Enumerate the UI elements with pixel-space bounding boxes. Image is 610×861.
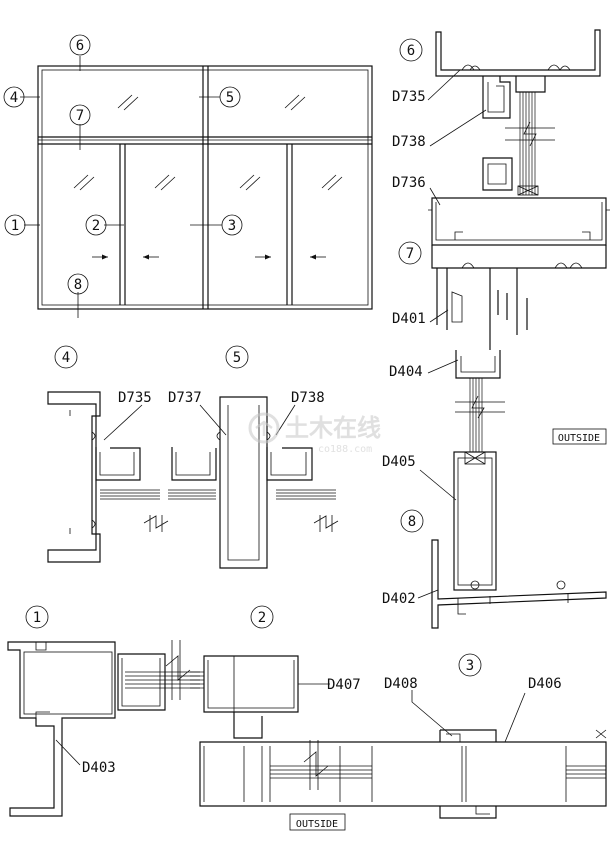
label-d735-right: D735 — [392, 89, 426, 105]
callout-4: 4 — [3, 86, 25, 108]
callout-1: 1 — [4, 214, 26, 236]
callout-7: 7 — [69, 104, 91, 126]
svg-text:5: 5 — [233, 350, 241, 366]
svg-text:1: 1 — [11, 218, 19, 234]
outside-label-bottom: OUTSIDE — [296, 819, 338, 830]
label-d405: D405 — [382, 454, 416, 470]
label-d735-left: D735 — [118, 390, 152, 406]
callout-7-section: 7 — [398, 241, 422, 265]
window-elevation: 6 4 5 7 1 2 3 8 — [3, 34, 373, 318]
callout-2: 2 — [85, 214, 107, 236]
svg-text:4: 4 — [62, 350, 70, 366]
watermark-subtext: co188.com — [318, 444, 372, 455]
label-d738-right: D738 — [392, 134, 426, 150]
callout-4-section: 4 — [54, 345, 78, 369]
callout-1-section: 1 — [25, 605, 49, 629]
outside-label-right: OUTSIDE — [558, 433, 600, 444]
label-d404: D404 — [389, 364, 423, 380]
callout-5: 5 — [219, 86, 241, 108]
svg-text:3: 3 — [228, 218, 236, 234]
label-d738-left: D738 — [291, 390, 325, 406]
section-4-5: 4 5 D735 — [47, 345, 339, 569]
svg-text:2: 2 — [92, 218, 100, 234]
label-d401: D401 — [392, 311, 426, 327]
callout-6: 6 — [69, 34, 91, 56]
svg-text:2: 2 — [258, 610, 266, 626]
label-d407: D407 — [327, 677, 361, 693]
svg-text:6: 6 — [76, 38, 84, 54]
svg-text:8: 8 — [408, 514, 416, 530]
svg-text:3: 3 — [466, 658, 474, 674]
label-d402: D402 — [382, 591, 416, 607]
section-6-7-8: 6 7 — [382, 29, 610, 629]
label-d736: D736 — [392, 175, 426, 191]
label-d406: D406 — [528, 676, 562, 692]
section-1: 1 D403 — [7, 605, 200, 817]
glass-hatch — [73, 94, 343, 191]
svg-text:5: 5 — [226, 90, 234, 106]
callout-8: 8 — [67, 273, 89, 295]
svg-text:6: 6 — [407, 43, 415, 59]
label-d737: D737 — [168, 390, 202, 406]
watermark-text: 土木在线 — [285, 414, 381, 442]
callout-5-section: 5 — [225, 345, 249, 369]
section-3: 3 D408 D406 OUTSIDE — [199, 653, 607, 831]
callout-2-section: 2 — [250, 605, 274, 629]
callout-8-section: 8 — [400, 509, 424, 533]
callout-3: 3 — [221, 214, 243, 236]
watermark-logo: 土木在线 co188.com — [248, 412, 381, 455]
callout-6-section: 6 — [399, 38, 423, 62]
callout-3-section: 3 — [458, 653, 482, 677]
svg-text:8: 8 — [74, 277, 82, 293]
sliding-direction-arrows — [92, 254, 326, 260]
label-d408: D408 — [384, 676, 418, 692]
svg-text:4: 4 — [10, 90, 18, 106]
svg-text:7: 7 — [76, 108, 84, 124]
section-2: 2 D407 — [190, 605, 361, 739]
svg-text:1: 1 — [33, 610, 41, 626]
label-d403: D403 — [82, 760, 116, 776]
svg-text:7: 7 — [406, 246, 414, 262]
